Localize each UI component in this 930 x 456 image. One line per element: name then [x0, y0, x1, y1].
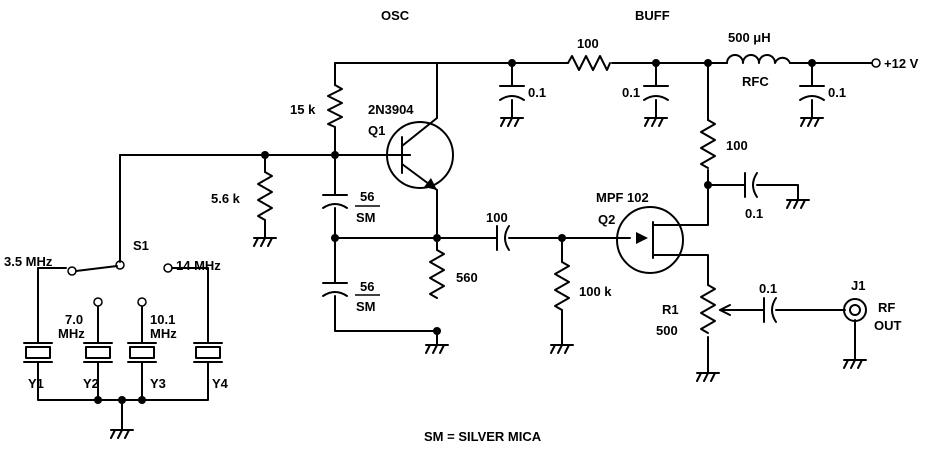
label-c2-value: 56 — [360, 279, 374, 294]
label-r1-name: R1 — [662, 302, 679, 317]
label-y2: Y2 — [83, 376, 99, 391]
resistor-100-drain — [700, 119, 716, 169]
ground-icon — [110, 429, 134, 439]
osc-label: OSC — [381, 8, 410, 23]
ground-icon — [500, 117, 524, 127]
label-r-560: 560 — [456, 270, 478, 285]
label-r1-value: 500 — [656, 323, 678, 338]
capacitor-supply-in — [499, 85, 525, 101]
crystal-y2 — [83, 342, 113, 363]
capacitor-supply-mid — [643, 85, 669, 101]
label-band-2b: MHz — [58, 326, 85, 341]
label-band-3a: 10.1 — [150, 312, 175, 327]
potentiometer-r1 — [700, 284, 716, 334]
ground-icon — [253, 237, 277, 247]
label-r-5k6: 5.6 k — [211, 191, 241, 206]
label-c-bypass: 0.1 — [745, 206, 763, 221]
transistor-q2 — [616, 206, 684, 274]
ground-icon — [425, 344, 449, 354]
capacitor-drain-bypass — [744, 172, 758, 198]
label-supply: +12 V — [884, 56, 919, 71]
capacitor-supply-out — [799, 85, 825, 101]
crystal-y3 — [127, 342, 157, 363]
capacitor-56-lower — [322, 282, 348, 297]
label-r-supply: 100 — [577, 36, 599, 51]
label-rf-out-2: OUT — [874, 318, 902, 333]
label-c-supply-mid: 0.1 — [622, 85, 640, 100]
label-c2-type: SM — [356, 299, 376, 314]
ground-icon — [800, 117, 824, 127]
ground-icon — [843, 359, 867, 369]
ground-icon — [786, 199, 810, 209]
supply-terminal — [871, 58, 881, 68]
label-c-supply-in: 0.1 — [528, 85, 546, 100]
label-q2-name: Q2 — [598, 212, 615, 227]
capacitors — [322, 85, 825, 323]
label-band-2a: 7.0 — [65, 312, 83, 327]
label-r-drain: 100 — [726, 138, 748, 153]
potentiometer-wiper — [719, 304, 731, 316]
inductor-rfc — [726, 54, 791, 64]
label-l-name: RFC — [742, 74, 769, 89]
transistor-q1 — [386, 117, 454, 191]
label-c-out: 0.1 — [759, 281, 777, 296]
rf-output-jack-j1 — [843, 298, 867, 322]
label-c-couple: 100 — [486, 210, 508, 225]
switch-s1 — [67, 260, 179, 307]
label-rf-out-1: RF — [878, 300, 895, 315]
resistor-100-supply — [567, 55, 611, 71]
ground-icon — [696, 372, 720, 382]
label-c1-value: 56 — [360, 189, 374, 204]
label-s1: S1 — [133, 238, 149, 253]
resistor-100k — [554, 261, 570, 311]
capacitor-coupling-100 — [496, 225, 510, 251]
label-q1-type: 2N3904 — [368, 102, 414, 117]
label-y1: Y1 — [28, 376, 44, 391]
resistor-560 — [429, 249, 445, 299]
label-l-value: 500 μH — [728, 30, 771, 45]
label-c-supply-out: 0.1 — [828, 85, 846, 100]
resistors — [257, 55, 731, 334]
label-q1-name: Q1 — [368, 123, 385, 138]
resistor-15k — [327, 84, 343, 128]
junction-dots — [94, 59, 816, 404]
ground-icon — [550, 344, 574, 354]
crystals — [23, 342, 223, 363]
crystal-y4 — [193, 342, 223, 363]
label-q2-type: MPF 102 — [596, 190, 649, 205]
buff-label: BUFF — [635, 8, 670, 23]
label-r-100k: 100 k — [579, 284, 612, 299]
capacitor-56-upper — [322, 194, 348, 209]
label-y4: Y4 — [212, 376, 229, 391]
ground-icon — [644, 117, 668, 127]
resistor-5k6 — [257, 171, 273, 221]
label-r-15k: 15 k — [290, 102, 316, 117]
label-band-4: 14 MHz — [176, 258, 221, 273]
ground-symbols — [110, 117, 867, 439]
legend-silver-mica: SM = SILVER MICA — [424, 429, 542, 444]
label-y3: Y3 — [150, 376, 166, 391]
crystal-y1 — [23, 342, 53, 363]
labels: OSC BUFF 0.1 100 0.1 500 μH RFC 0.1 +12 … — [4, 8, 919, 444]
label-j1: J1 — [851, 278, 865, 293]
wires — [37, 62, 873, 431]
capacitor-output — [763, 297, 777, 323]
label-band-3b: MHz — [150, 326, 177, 341]
label-c1-type: SM — [356, 210, 376, 225]
label-band-1: 3.5 MHz — [4, 254, 53, 269]
